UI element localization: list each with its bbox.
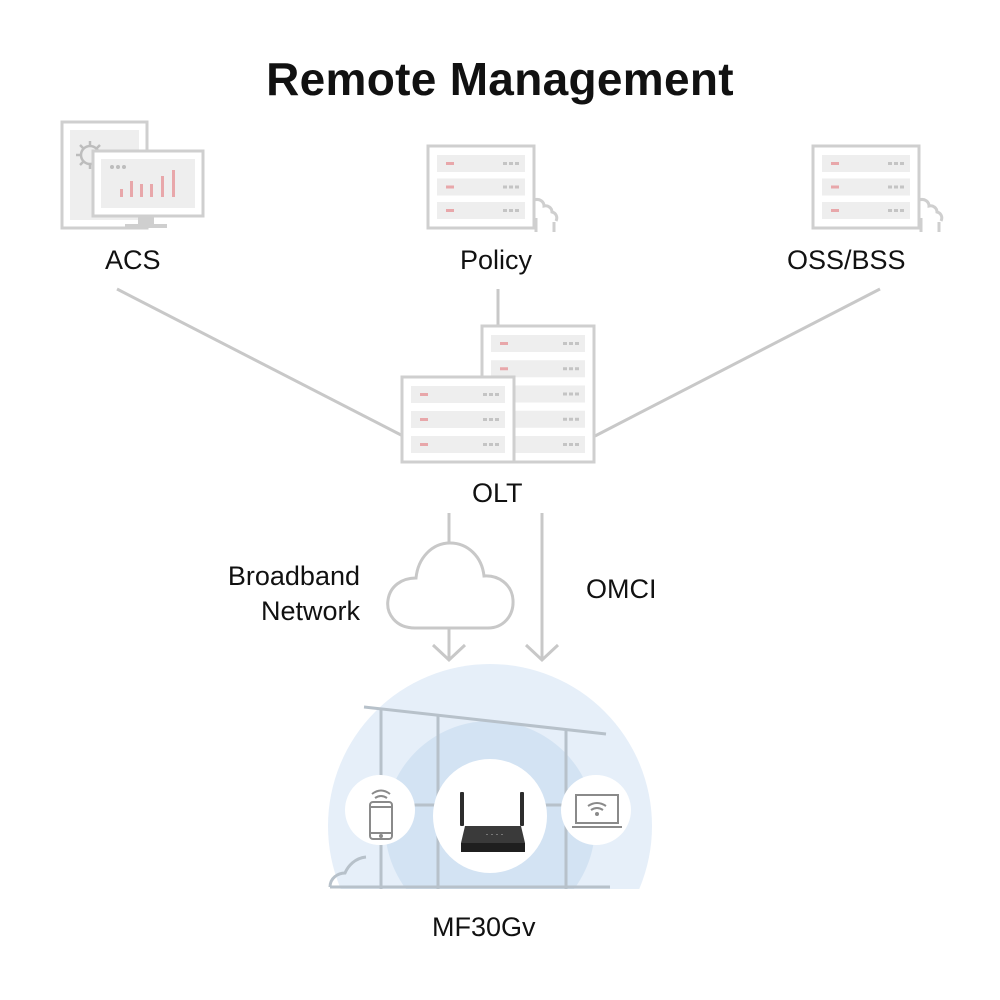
acs-olt-line	[116, 287, 404, 438]
server-slot	[491, 360, 585, 378]
status-led	[420, 393, 428, 396]
server-slot	[411, 411, 505, 428]
server-slot	[822, 178, 910, 196]
status-led	[446, 162, 454, 165]
olt-label: OLT	[472, 478, 523, 508]
server-slot	[437, 178, 525, 196]
broadband-label-line2: Network	[260, 596, 360, 626]
status-led	[500, 342, 508, 345]
server-slot	[437, 202, 525, 219]
ossbss-server-icon	[811, 144, 944, 232]
laptop-icon	[572, 794, 622, 828]
broadband-label-line1: Broadband	[227, 561, 360, 591]
olt-rack-front-icon	[400, 375, 516, 464]
status-led	[420, 443, 428, 446]
server-slot	[437, 155, 525, 172]
broadband-link	[386, 513, 515, 663]
device-label: MF30Gv	[432, 912, 536, 942]
status-led	[420, 418, 428, 421]
policy-server-icon	[426, 144, 559, 232]
gear-icon	[533, 198, 559, 232]
server-slot	[491, 335, 585, 352]
oss-bss-label: OSS/BSS	[787, 245, 906, 275]
router-icon	[460, 792, 525, 852]
policy-label: Policy	[460, 245, 533, 275]
acs-icon	[60, 120, 205, 230]
bar-chart-icon	[120, 170, 175, 197]
ossbss-olt-line	[594, 287, 881, 438]
server-slot	[411, 386, 505, 403]
status-led	[831, 209, 839, 212]
wifi-icon	[587, 802, 607, 811]
status-led	[831, 162, 839, 165]
server-slot	[822, 202, 910, 219]
connection-lines	[116, 287, 881, 438]
status-led	[446, 209, 454, 212]
cloud-icon	[386, 541, 515, 630]
acs-label: ACS	[105, 245, 161, 275]
status-led	[831, 185, 839, 189]
server-slot	[822, 155, 910, 172]
status-led	[500, 367, 508, 371]
gear-icon	[918, 198, 944, 232]
server-slot	[411, 436, 505, 453]
status-led	[446, 185, 454, 189]
page-title: Remote Management	[266, 53, 734, 105]
omci-label: OMCI	[586, 574, 657, 604]
smartphone-icon	[369, 789, 393, 840]
omci-arrow	[524, 513, 560, 663]
